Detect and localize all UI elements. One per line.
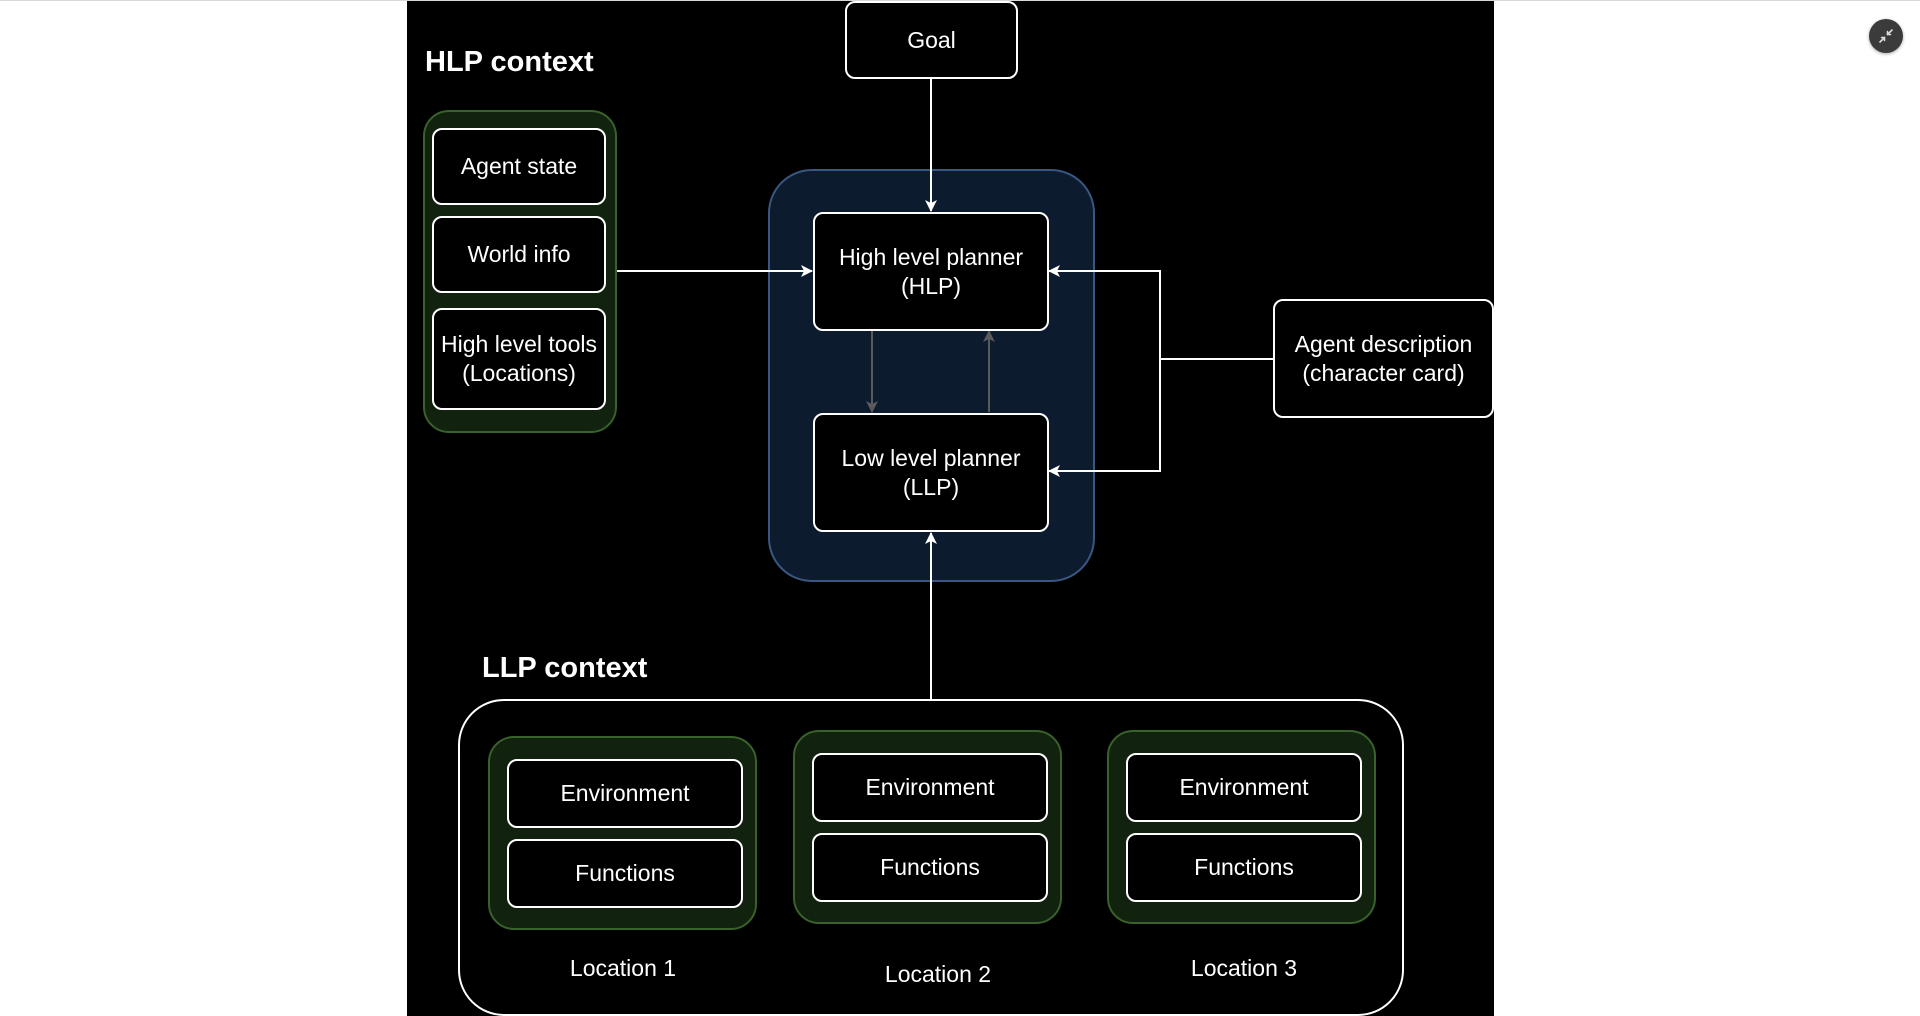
location-2-functions-box: Functions [812, 833, 1048, 902]
location-1-functions-box: Functions [507, 839, 743, 908]
location-2-environment-box: Environment [812, 753, 1048, 822]
location-2-label: Location 2 [884, 961, 992, 987]
llp-context-title: LLP context [482, 652, 648, 684]
location-1-environment-box: Environment [507, 759, 743, 828]
location-3-environment-box: Environment [1126, 753, 1362, 822]
low-level-planner-box: Low level planner (LLP) [813, 413, 1049, 532]
collapse-arrows-icon [1879, 29, 1893, 43]
goal-box: Goal [845, 1, 1018, 79]
high-level-tools-box: High level tools (Locations) [432, 308, 606, 410]
location-3-functions-box: Functions [1126, 833, 1362, 902]
agent-state-box: Agent state [432, 128, 606, 205]
world-info-box: World info [432, 216, 606, 293]
agent-description-to-hlp-arrow [1048, 265, 1161, 359]
agent-description-box: Agent description (character card) [1273, 299, 1494, 418]
exit-fullscreen-button[interactable] [1869, 19, 1903, 53]
page-top-border [0, 0, 1920, 1]
location-1-label: Location 1 [569, 955, 677, 981]
agent-description-to-llp-arrow [1048, 359, 1161, 477]
high-level-planner-box: High level planner (HLP) [813, 212, 1049, 331]
hlp-context-title: HLP context [425, 46, 594, 78]
location-3-label: Location 3 [1190, 955, 1298, 981]
